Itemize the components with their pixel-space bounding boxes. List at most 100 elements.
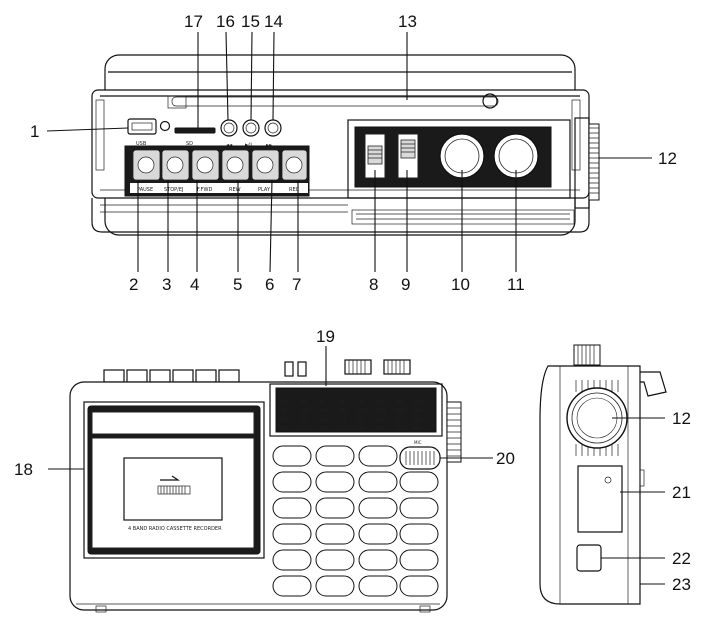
front-view: 4 BAND RADIO CASSETTE RECORDER FM AM SW1…: [14, 327, 515, 613]
key-label-stop: STOP/EJ: [164, 187, 184, 193]
sw2-val-0: 13.6: [301, 426, 310, 431]
am-val-1: 600: [320, 408, 328, 413]
callout-9: 9: [401, 275, 410, 294]
callout-5: 5: [233, 275, 242, 294]
callout-18: 18: [14, 460, 33, 479]
callout-13: 13: [398, 12, 417, 31]
fm-unit: MHz: [414, 399, 423, 404]
sw1-val-3: 9.8: [357, 417, 364, 422]
callout-10: 10: [451, 275, 470, 294]
grille-slot: [315, 497, 355, 519]
callout-21: 21: [672, 483, 691, 502]
top-control-panel: [347, 119, 571, 199]
fm-val-0: 88: [301, 399, 307, 404]
sw1-val-0: 5.9: [301, 417, 308, 422]
sw2-val-4: 21.6: [376, 426, 385, 431]
sw2-val-2: 17.5: [339, 426, 348, 431]
fm-val-2: 96: [339, 399, 345, 404]
callout-14: 14: [264, 12, 283, 31]
key-label-pause: PAUSE: [137, 187, 153, 193]
grille-slot: [272, 497, 312, 519]
front-top-keys: [103, 359, 411, 383]
cassette-keys: PAUSE STOP/EJ F.FWD REW PLAY REC: [124, 145, 310, 197]
callout-6: 6: [265, 275, 274, 294]
svg-text:►►: ►►: [266, 142, 273, 147]
grille-slot: [315, 471, 355, 493]
svg-text:▶/II: ▶/II: [245, 142, 252, 147]
sw1-val-1: 6.3: [320, 417, 327, 422]
grille-slot: [272, 445, 312, 467]
callout-2: 2: [129, 275, 138, 294]
grille-slot: [272, 549, 312, 571]
am-val-2: 800: [339, 408, 347, 413]
callout-1: 1: [30, 122, 39, 141]
sw1-val-4: 11.3: [376, 417, 385, 422]
fm-val-3: 100: [357, 399, 365, 404]
band-sw2: SW2: [280, 426, 289, 431]
sd-label: SD: [186, 141, 193, 147]
grille-slot: [358, 523, 398, 545]
dial-window: FM AM SW1 SW2 88 92 96 100 104 108 MHz 5…: [269, 383, 443, 437]
cassette-door: 4 BAND RADIO CASSETTE RECORDER: [83, 401, 265, 559]
band-am: AM: [280, 408, 287, 413]
am-val-0: 530: [301, 408, 309, 413]
fm-val-4: 104: [376, 399, 384, 404]
grille-slot: [315, 523, 355, 545]
usb-label: USB: [136, 141, 147, 147]
grille-slot: [272, 471, 312, 493]
grille-slot: [358, 445, 398, 467]
callout-8: 8: [369, 275, 378, 294]
usb-port: USB: [127, 118, 171, 147]
svg-text:◄◄: ◄◄: [226, 142, 233, 147]
fm-val-5: 108: [395, 399, 403, 404]
callout-11: 11: [507, 275, 525, 294]
callout-19: 19: [316, 327, 335, 346]
button-16[interactable]: [220, 119, 238, 137]
key-label-ffwd: F.FWD: [197, 187, 212, 193]
grille-slot: [272, 575, 312, 597]
band-sw1: SW1: [280, 417, 289, 422]
callout-23: 23: [672, 575, 691, 594]
top-round-buttons: ◄◄ ▶/II ►►: [220, 119, 282, 147]
grille-slot: [358, 497, 398, 519]
key-label-play: PLAY: [258, 187, 271, 193]
grille-slot: [399, 523, 439, 545]
sd-card-slot: SD: [174, 127, 216, 147]
grille-slot: [399, 549, 439, 571]
grille-slot: [358, 575, 398, 597]
cassette-door-label: 4 BAND RADIO CASSETTE RECORDER: [128, 526, 222, 532]
callout-22: 22: [672, 549, 691, 568]
key-label-rew: REW: [229, 187, 241, 193]
key-label-rec: REC: [289, 187, 300, 193]
top-leaders: [46, 31, 652, 273]
telescopic-antenna: [167, 93, 499, 109]
sw2-val-1: 15.1: [320, 426, 329, 431]
callout-12-side: 12: [672, 409, 691, 428]
callout-3: 3: [162, 275, 171, 294]
front-tuning-wheel: [446, 401, 462, 463]
callout-4: 4: [190, 275, 199, 294]
sw2-unit: MHz: [414, 426, 423, 431]
grille-slot: [358, 471, 398, 493]
mic-label: MIC: [414, 440, 422, 445]
speaker-grille: [272, 445, 439, 597]
sw2-val-5: 22.0: [395, 426, 404, 431]
grille-slot: [399, 497, 439, 519]
side-view: 12 21 22 23: [539, 344, 691, 605]
grille-slot: [272, 523, 312, 545]
am-unit: KHz: [414, 408, 422, 413]
tuning-wheel-top: [574, 117, 600, 209]
band-fm: FM: [280, 399, 286, 404]
top-view: USB SD ◄◄ ▶/II ►►: [30, 12, 677, 294]
am-val-5: 1600: [395, 408, 406, 413]
callout-7: 7: [292, 275, 301, 294]
grille-slot: [315, 549, 355, 571]
battery-door: [577, 465, 623, 533]
grille-slot: [358, 549, 398, 571]
sw2-val-3: 18.9: [357, 426, 366, 431]
callout-17: 17: [184, 12, 203, 31]
callout-12: 12: [658, 149, 677, 168]
grille-slot: [315, 445, 355, 467]
sw1-unit: MHz: [414, 417, 423, 422]
